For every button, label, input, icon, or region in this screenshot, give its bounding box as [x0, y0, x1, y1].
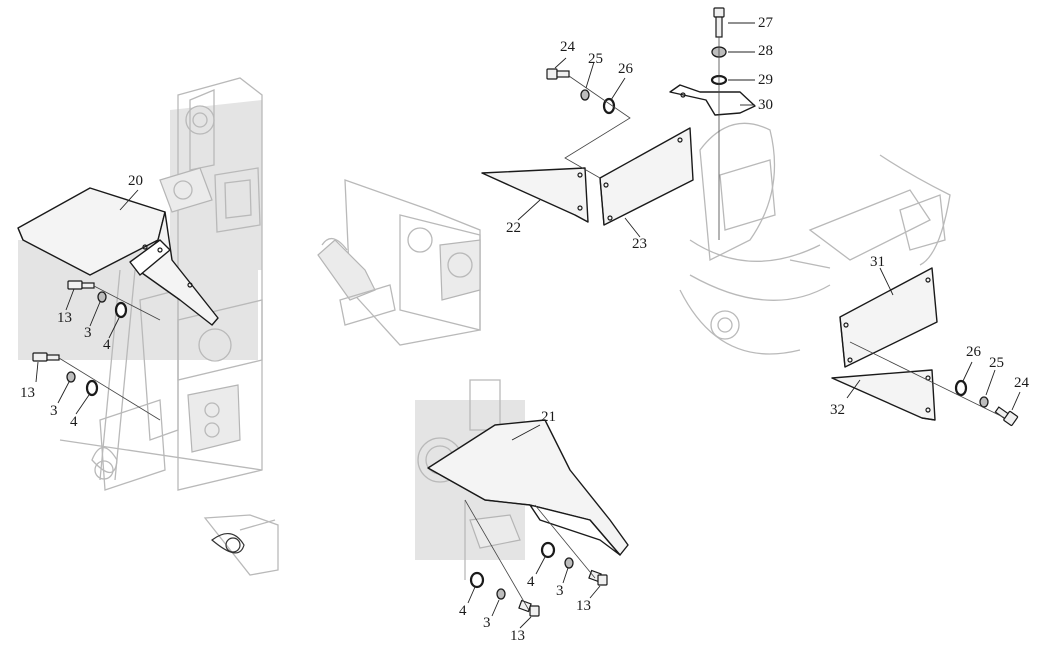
- callout-part-21: 21: [541, 409, 556, 425]
- callout-part-25-right: 25: [989, 355, 1004, 371]
- fastener-set-vertical: [710, 7, 728, 240]
- callout-part-25-top: 25: [588, 51, 603, 67]
- callout-part-22: 22: [506, 220, 521, 236]
- fastener-set-center-right: [534, 504, 608, 586]
- fastener-set-left-upper: [67, 280, 161, 321]
- leader-lines: [35, 22, 1021, 629]
- callout-part-13-left-upper: 13: [57, 310, 72, 326]
- callout-part-3-center-left: 3: [483, 615, 491, 631]
- callout-part-24-right: 24: [1014, 375, 1029, 391]
- callout-part-4-center-left: 4: [459, 603, 467, 619]
- callout-part-27: 27: [758, 15, 773, 31]
- left-frame-assembly: [18, 77, 263, 491]
- part-30-clamp: [669, 84, 756, 116]
- callout-part-3-left-lower: 3: [50, 403, 58, 419]
- callout-part-3-left-upper: 3: [84, 325, 92, 341]
- fastener-set-center-left: [464, 499, 540, 617]
- callout-part-28: 28: [758, 43, 773, 59]
- fastener-set-right: [849, 341, 1019, 426]
- center-frame-assembly: [317, 179, 481, 346]
- part-31-plate: [839, 267, 938, 368]
- callout-part-24-top: 24: [560, 39, 575, 55]
- part-21-cover: [427, 419, 629, 556]
- callout-part-31: 31: [870, 254, 885, 270]
- part-23-plate: [599, 127, 694, 226]
- callout-part-4-left-upper: 4: [103, 337, 111, 353]
- callout-part-32: 32: [830, 402, 845, 418]
- part-20-cover: [17, 187, 219, 326]
- callout-part-13-center-right: 13: [576, 598, 591, 614]
- callout-part-20: 20: [128, 173, 143, 189]
- callout-part-26-top: 26: [618, 61, 633, 77]
- callout-part-13-center-left: 13: [510, 628, 525, 644]
- part-22-bracket: [481, 167, 589, 223]
- callout-part-13-left-lower: 13: [20, 385, 35, 401]
- fastener-set-left-lower: [32, 352, 161, 421]
- callout-part-4-left-lower: 4: [70, 414, 78, 430]
- callout-part-30: 30: [758, 97, 773, 113]
- right-frame-assembly: [679, 122, 951, 355]
- part-32-bracket: [831, 369, 936, 421]
- fastener-set-top-center: [546, 68, 631, 179]
- callout-part-23: 23: [632, 236, 647, 252]
- callout-part-26-right: 26: [966, 344, 981, 360]
- detail-inset-pin: [203, 514, 279, 576]
- callout-part-3-center-right: 3: [556, 583, 564, 599]
- callout-part-29: 29: [758, 72, 773, 88]
- callout-part-4-center-right: 4: [527, 574, 535, 590]
